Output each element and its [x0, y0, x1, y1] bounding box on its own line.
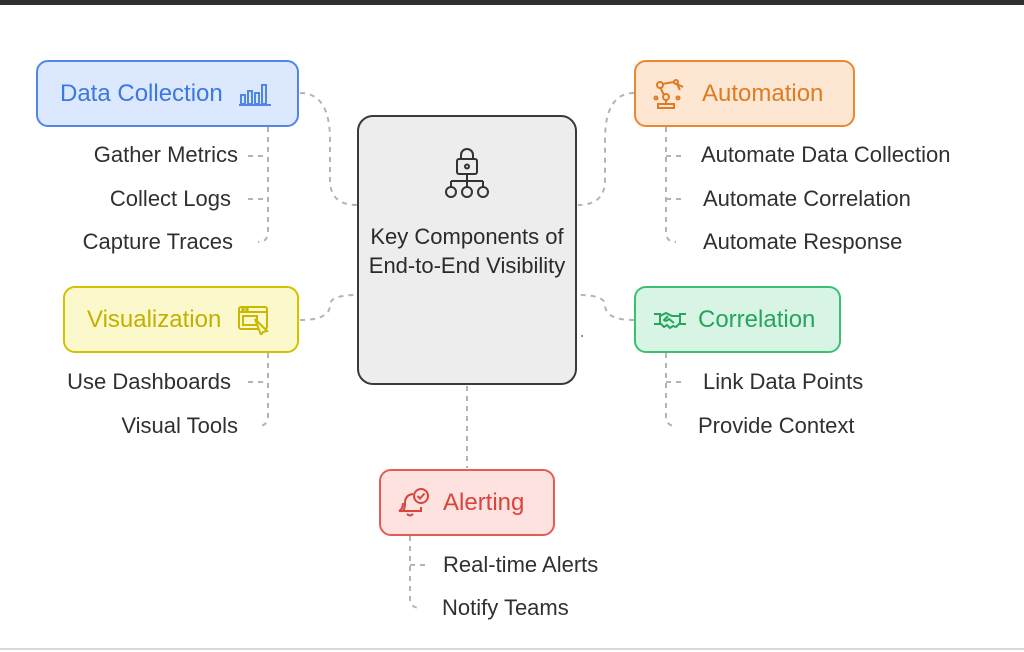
corr-item-1: Link Data Points	[703, 369, 864, 394]
corr-item-2: Provide Context	[698, 413, 855, 438]
alert-item-2: Notify Teams	[442, 595, 569, 620]
auto-item-1: Automate Data Collection	[701, 142, 951, 167]
connector-visualization	[299, 294, 358, 321]
center-node: Key Components of End-to-End Visibility	[357, 115, 577, 385]
auto-item-3: Automate Response	[703, 229, 903, 254]
connector-viz-items	[257, 353, 269, 427]
automation-label: Automation	[702, 79, 824, 107]
screen-pointer-icon	[237, 305, 271, 335]
handshake-icon	[652, 308, 688, 332]
top-border	[0, 0, 1024, 5]
bell-check-icon	[397, 487, 431, 519]
correlation-label: Correlation	[698, 305, 816, 333]
auto-item-2: Automate Correlation	[703, 186, 911, 211]
connector-alert-items	[409, 536, 421, 609]
connector-corr-items	[665, 353, 677, 427]
bottom-border	[0, 648, 1024, 650]
connector-data-items	[257, 127, 269, 243]
data-collection-label: Data Collection	[60, 79, 223, 107]
viz-item-1: Use Dashboards	[67, 369, 231, 394]
connector-automation	[577, 92, 635, 206]
alerting-node: Alerting	[379, 469, 555, 536]
connector-correlation	[577, 294, 635, 321]
data-item-1: Gather Metrics	[93, 142, 238, 167]
lock-hierarchy-icon	[437, 147, 497, 216]
robot-arm-icon	[652, 78, 688, 110]
alerting-label: Alerting	[443, 488, 525, 516]
visualization-label: Visualization	[87, 305, 222, 333]
center-title: Key Components of End-to-End Visibility	[368, 224, 566, 278]
data-item-3: Capture Traces	[82, 229, 233, 254]
stray-dot	[581, 335, 583, 337]
connector-auto-items	[665, 127, 677, 243]
correlation-node: Correlation	[634, 286, 841, 353]
data-collection-node: Data Collection	[36, 60, 299, 127]
bar-chart-icon	[237, 81, 273, 107]
connector-data-collection	[299, 92, 358, 206]
automation-node: Automation	[634, 60, 855, 127]
data-item-2: Collect Logs	[109, 186, 231, 211]
visualization-node: Visualization	[63, 286, 299, 353]
alert-item-1: Real-time Alerts	[443, 552, 599, 577]
viz-item-2: Visual Tools	[121, 413, 238, 438]
